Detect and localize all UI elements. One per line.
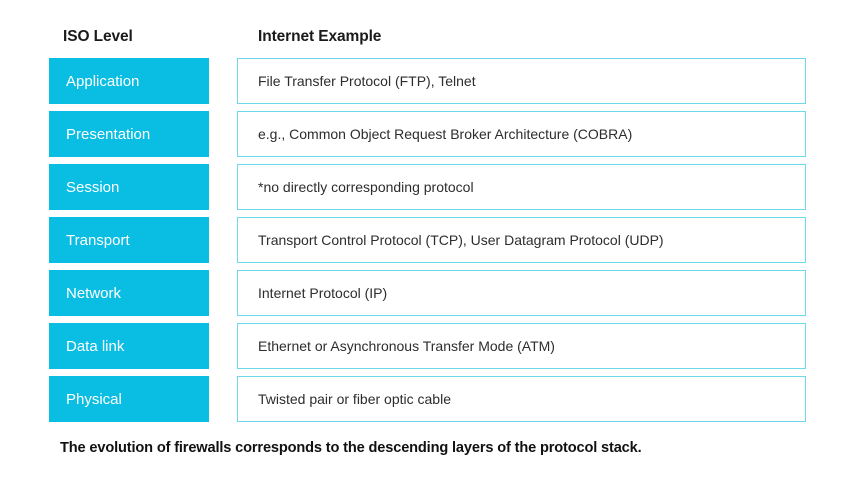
example-label: Transport Control Protocol (TCP), User D… xyxy=(258,232,664,248)
example-label: e.g., Common Object Request Broker Archi… xyxy=(258,126,633,142)
example-box-session: *no directly corresponding protocol xyxy=(237,164,806,210)
layer-label: Transport xyxy=(66,231,130,249)
diagram-caption: The evolution of firewalls corresponds t… xyxy=(60,440,642,456)
example-box-physical: Twisted pair or fiber optic cable xyxy=(237,376,806,422)
table-row: Application File Transfer Protocol (FTP)… xyxy=(0,58,868,104)
layer-block-network: Network xyxy=(49,270,209,316)
table-row: Physical Twisted pair or fiber optic cab… xyxy=(0,376,868,422)
example-label: File Transfer Protocol (FTP), Telnet xyxy=(258,73,476,89)
example-box-presentation: e.g., Common Object Request Broker Archi… xyxy=(237,111,806,157)
example-label: Ethernet or Asynchronous Transfer Mode (… xyxy=(258,338,555,354)
table-row: Session *no directly corresponding proto… xyxy=(0,164,868,210)
example-box-application: File Transfer Protocol (FTP), Telnet xyxy=(237,58,806,104)
table-row: Network Internet Protocol (IP) xyxy=(0,270,868,316)
table-header-row: ISO Level Internet Example xyxy=(0,28,868,50)
column-header-iso-level: ISO Level xyxy=(63,28,133,45)
example-label: Twisted pair or fiber optic cable xyxy=(258,391,451,407)
example-label: *no directly corresponding protocol xyxy=(258,179,474,195)
layer-label: Physical xyxy=(66,390,122,408)
layer-label: Network xyxy=(66,284,122,302)
layer-block-presentation: Presentation xyxy=(49,111,209,157)
example-label: Internet Protocol (IP) xyxy=(258,285,388,301)
table-row: Transport Transport Control Protocol (TC… xyxy=(0,217,868,263)
example-box-transport: Transport Control Protocol (TCP), User D… xyxy=(237,217,806,263)
column-header-internet-example: Internet Example xyxy=(258,28,382,45)
layer-block-transport: Transport xyxy=(49,217,209,263)
layer-block-physical: Physical xyxy=(49,376,209,422)
example-box-network: Internet Protocol (IP) xyxy=(237,270,806,316)
layer-label: Data link xyxy=(66,337,125,355)
example-box-data-link: Ethernet or Asynchronous Transfer Mode (… xyxy=(237,323,806,369)
layer-block-session: Session xyxy=(49,164,209,210)
table-row: Presentation e.g., Common Object Request… xyxy=(0,111,868,157)
layer-rows-container: Application File Transfer Protocol (FTP)… xyxy=(0,58,868,429)
layer-block-application: Application xyxy=(49,58,209,104)
table-row: Data link Ethernet or Asynchronous Trans… xyxy=(0,323,868,369)
layer-label: Application xyxy=(66,72,140,90)
layer-label: Presentation xyxy=(66,125,151,143)
layer-label: Session xyxy=(66,178,120,196)
layer-block-data-link: Data link xyxy=(49,323,209,369)
